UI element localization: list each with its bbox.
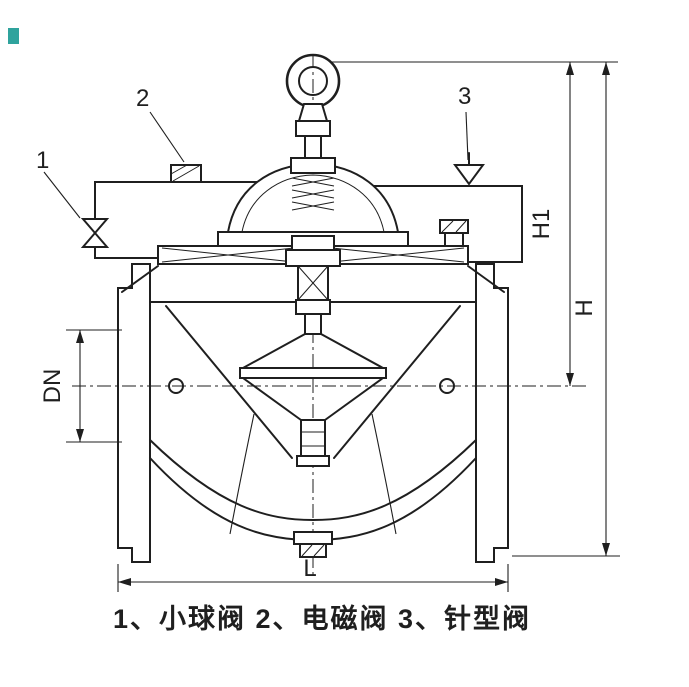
stem-and-plug — [239, 299, 387, 558]
part-callouts: 1 2 3 — [36, 83, 471, 219]
side-fitting — [439, 219, 469, 247]
dimension-label-h: H — [571, 299, 598, 316]
actuator-bonnet — [157, 53, 469, 301]
diaphragm-hub — [285, 235, 341, 301]
part-label-3: 3 — [458, 83, 471, 110]
figure-caption: 1、小球阀 2、电磁阀 3、针型阀 — [113, 604, 531, 634]
bottom-plug — [293, 531, 333, 558]
left-flange — [117, 263, 151, 563]
pilot-piping — [94, 181, 523, 263]
ball-valve-symbol — [80, 218, 110, 248]
dimension-l: L — [117, 555, 509, 592]
stem-nut — [295, 120, 331, 137]
diaphragm-hatch — [161, 247, 465, 263]
dimension-label-h1: H1 — [528, 209, 555, 240]
right-flange — [475, 263, 509, 563]
ring-neck — [297, 103, 329, 122]
part-label-2: 2 — [136, 85, 149, 112]
part-label-1: 1 — [36, 147, 49, 174]
dimension-label-dn: DN — [39, 369, 66, 404]
valve-seat — [239, 367, 387, 379]
diaphragm-dome — [226, 162, 400, 233]
solenoid-valve-symbol — [170, 164, 202, 183]
dimension-h: H — [512, 62, 620, 557]
packing-boss — [290, 157, 336, 174]
dimension-dn: DN — [39, 329, 122, 443]
dimension-h1: H1 — [330, 61, 618, 386]
dimension-label-l: L — [303, 555, 316, 582]
needle-valve-symbol — [453, 152, 485, 186]
spring-hatch — [291, 177, 335, 211]
stem-guide — [300, 419, 326, 461]
valve-body — [117, 263, 509, 563]
scan-artifact — [8, 28, 19, 44]
